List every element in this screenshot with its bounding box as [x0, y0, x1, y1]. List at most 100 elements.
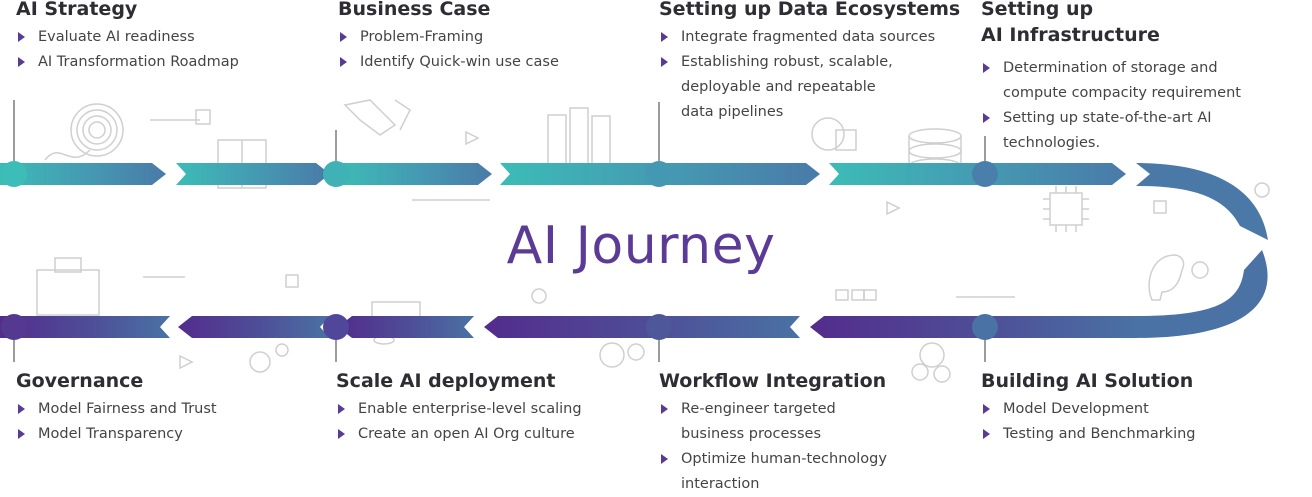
- building-icon: [569, 107, 589, 166]
- stage-title: Setting up Data Ecosystems: [659, 0, 961, 20]
- flowchart-icon: [863, 289, 877, 301]
- map-pin-icon: [811, 117, 845, 151]
- stage-bullet: Problem-Framing: [338, 25, 668, 50]
- milestone-dot: [972, 314, 998, 340]
- milestone-dot: [323, 314, 349, 340]
- stage-bullet: Establishing robust, scalable, deployable…: [659, 50, 989, 125]
- bullet-marker-icon: [983, 113, 990, 123]
- target-icon: [44, 149, 91, 161]
- stage-bullet: Enable enterprise-level scaling: [336, 397, 666, 422]
- bullet-marker-icon: [661, 404, 668, 414]
- bullet-marker-icon: [661, 57, 668, 67]
- flowchart-icon: [851, 289, 865, 301]
- stage-bullet-text: Problem-Framing: [360, 29, 484, 45]
- bullet-marker-icon: [18, 404, 25, 414]
- bullet-marker-icon: [340, 57, 347, 67]
- bottom-journey-band: [0, 316, 1136, 338]
- milestone-dots: [1, 161, 998, 340]
- stage-bullet-text: Setting up state-of-the-art AI technolog…: [1003, 110, 1212, 151]
- stage-bullet-text: Evaluate AI readiness: [38, 29, 195, 45]
- bullet-marker-icon: [661, 32, 668, 42]
- stage-bullet: Evaluate AI readiness: [16, 25, 346, 50]
- bullet-marker-icon: [340, 32, 347, 42]
- stage-title: Setting up: [981, 0, 1094, 20]
- bullet-marker-icon: [983, 429, 990, 439]
- decor-circle: [531, 288, 547, 304]
- decor-square: [1153, 200, 1167, 214]
- stage-bullet-text: Model Transparency: [38, 426, 183, 442]
- play-icon: [179, 354, 194, 370]
- bullet-marker-icon: [983, 404, 990, 414]
- stage-bullet-text: Model Development: [1003, 401, 1149, 417]
- stage-bullet-text: business processes: [681, 426, 822, 442]
- bullet-marker-icon: [338, 404, 345, 414]
- stage-bullet-text: AI Transformation Roadmap: [38, 54, 239, 70]
- milestone-dot: [1, 314, 27, 340]
- stage-bullet: Create an open AI Org culture: [336, 422, 666, 447]
- gear-icon: [249, 351, 271, 373]
- stage-bullet: Testing and Benchmarking: [981, 422, 1311, 447]
- top-chevron-segment: [338, 163, 492, 185]
- bullet-marker-icon: [18, 57, 25, 67]
- target-icon: [88, 121, 106, 139]
- target-icon: [76, 109, 118, 151]
- stage-bullet-list: Evaluate AI readiness AI Transformation R…: [16, 25, 346, 75]
- bullet-marker-icon: [18, 32, 25, 42]
- stage-bullet-text: Re-engineer targeted: [681, 401, 836, 417]
- stage-bullet: Setting up state-of-the-art AI technolog…: [981, 106, 1311, 156]
- gear-icon: [275, 343, 289, 357]
- stage-bullet-text: deployable and repeatable: [681, 79, 876, 95]
- gear-icon: [911, 363, 929, 381]
- bottom-chevron-segment: [0, 316, 170, 338]
- stage-bullet-text: Enable enterprise-level scaling: [358, 401, 582, 417]
- bottom-chevron-segment: [338, 316, 474, 338]
- handshake-icon: [343, 99, 411, 136]
- gear-icon: [599, 342, 625, 368]
- bottom-chevron-segment: [178, 316, 330, 338]
- milestone-dot: [323, 161, 349, 187]
- office-building-icon: [36, 269, 100, 316]
- bottom-chevron-segment: [484, 316, 800, 338]
- stage-bullet: Re-engineer targeted business processes: [659, 397, 989, 447]
- gear-icon: [1191, 261, 1209, 279]
- target-icon: [70, 103, 124, 157]
- stage-title: AI Infrastructure: [981, 24, 1160, 46]
- stage-bullet-text: Optimize human-technology: [681, 451, 887, 467]
- stage-bullet: Identify Quick-win use case: [338, 50, 668, 75]
- decor-circle: [1254, 182, 1270, 198]
- top-chevron-segment: [0, 163, 166, 185]
- target-icon: [82, 115, 112, 145]
- bullet-marker-icon: [983, 63, 990, 73]
- flowchart-icon: [835, 289, 849, 301]
- gear-icon: [933, 365, 951, 383]
- stage-bullet-text: data pipelines: [681, 104, 784, 120]
- stage-bullet: Model Fairness and Trust: [16, 397, 346, 422]
- stage-title: Scale AI deployment: [336, 370, 556, 392]
- stage-title: Building AI Solution: [981, 370, 1194, 392]
- stage-bullet-text: Establishing robust, scalable,: [681, 54, 893, 70]
- decor-square: [195, 109, 211, 125]
- grid-icon: [835, 129, 857, 151]
- building-icon: [591, 115, 611, 166]
- stage-bullet: AI Transformation Roadmap: [16, 50, 346, 75]
- milestone-dot: [646, 314, 672, 340]
- stage-bullet: Integrate fragmented data sources: [659, 25, 989, 50]
- bullet-marker-icon: [661, 454, 668, 464]
- ai-head-icon: [1148, 254, 1185, 301]
- building-icon: [547, 114, 567, 166]
- stage-bullet-text: Create an open AI Org culture: [358, 426, 575, 442]
- bullet-marker-icon: [18, 429, 25, 439]
